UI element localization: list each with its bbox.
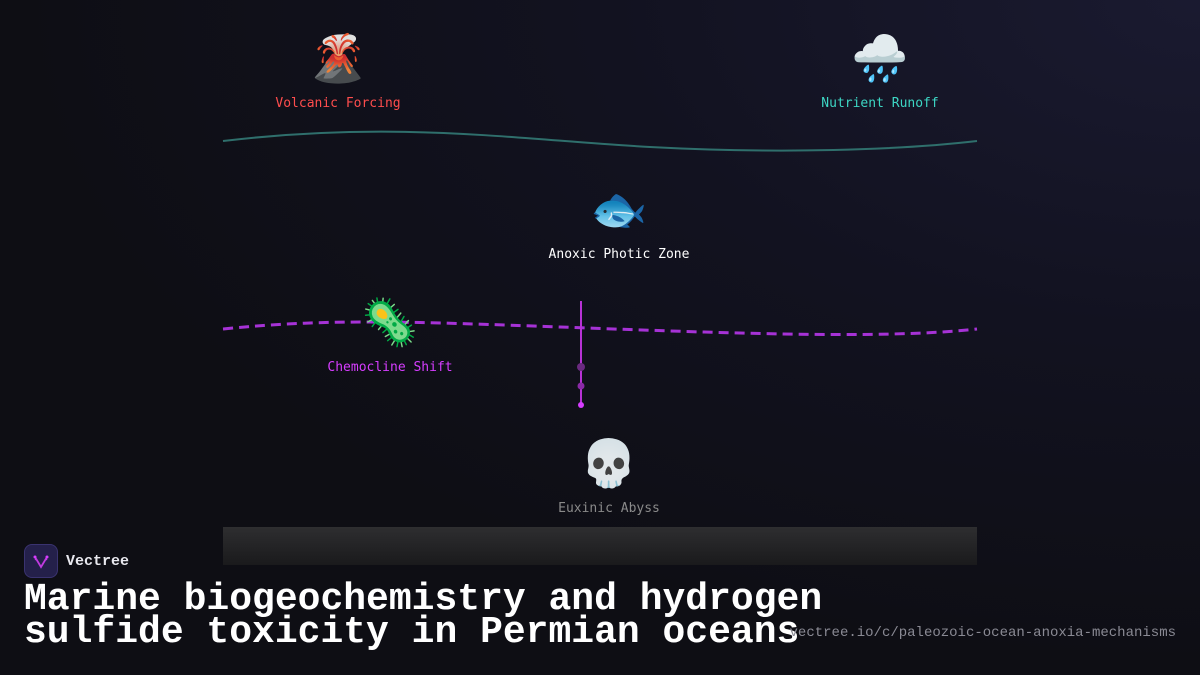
node-label: Anoxic Photic Zone (548, 247, 690, 262)
drip-dot (578, 402, 584, 408)
node-nutrient-runoff[interactable]: 🌧️ Nutrient Runoff (821, 30, 938, 111)
node-label: Volcanic Forcing (275, 96, 401, 111)
node-label: Euxinic Abyss (558, 501, 660, 516)
node-chemocline-shift[interactable]: 🦠 Chemocline Shift (327, 294, 452, 375)
drip-dot (577, 363, 585, 371)
source-url[interactable]: vectree.io/c/paleozoic-ocean-anoxia-mech… (789, 625, 1176, 641)
node-label: Chemocline Shift (327, 360, 453, 375)
surface-boundary-line (222, 130, 978, 152)
vectree-logo-icon (24, 544, 58, 578)
seafloor-bar (223, 527, 977, 565)
brand: Vectree (24, 544, 129, 578)
node-volcanic-forcing[interactable]: 🌋 Volcanic Forcing (275, 30, 400, 111)
skull-icon: 💀 (580, 436, 638, 490)
page-title: Marine biogeochemistry and hydrogen sulf… (24, 578, 823, 654)
drip-dot (577, 382, 585, 390)
node-anoxic-photic-zone[interactable]: 🐟 Anoxic Photic Zone (549, 181, 690, 262)
node-euxinic-abyss[interactable]: 💀 Euxinic Abyss (558, 435, 660, 516)
node-label: Nutrient Runoff (821, 96, 939, 111)
fish-icon: 🐟 (590, 182, 648, 236)
rain-cloud-icon: 🌧️ (851, 31, 909, 85)
microbe-icon: 🦠 (361, 295, 419, 349)
brand-name: Vectree (66, 552, 130, 570)
volcano-icon: 🌋 (309, 31, 367, 85)
chemocline-boundary-line (222, 320, 978, 337)
